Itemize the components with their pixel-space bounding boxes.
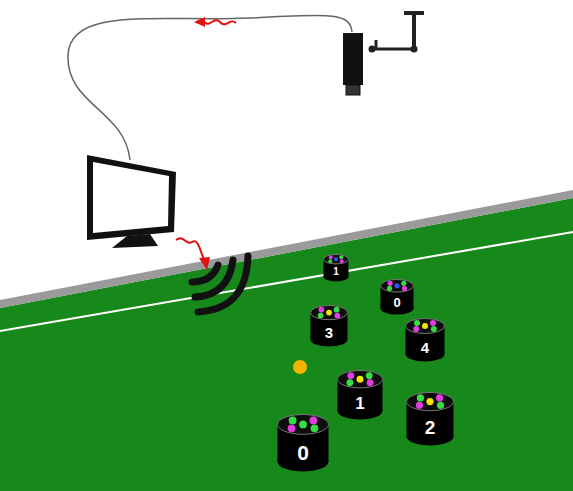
pattern-dot bbox=[318, 313, 324, 319]
robot: 4 bbox=[405, 318, 445, 362]
field-line bbox=[0, 232, 573, 331]
monitor-frame bbox=[87, 155, 176, 240]
pattern-dot bbox=[431, 326, 437, 332]
robot-top bbox=[381, 280, 414, 293]
pattern-dot bbox=[437, 402, 444, 409]
robot-top bbox=[338, 371, 383, 388]
pattern-dot bbox=[310, 417, 318, 425]
pattern-dot bbox=[402, 286, 407, 291]
pattern-dot bbox=[319, 307, 325, 313]
robot-top bbox=[278, 415, 329, 435]
pattern-dot bbox=[388, 281, 393, 286]
pattern-dot bbox=[401, 281, 406, 286]
signal-arrow bbox=[204, 20, 236, 24]
robot-number: 1 bbox=[333, 267, 339, 277]
robot-top bbox=[406, 319, 445, 334]
pattern-dot bbox=[311, 424, 319, 432]
pattern-dot bbox=[394, 283, 399, 288]
monitor-screen bbox=[93, 162, 169, 233]
pattern-dot bbox=[430, 320, 436, 326]
ball bbox=[293, 360, 307, 374]
pattern-dot bbox=[326, 310, 332, 316]
robot: 1 bbox=[337, 370, 383, 420]
robot: 2 bbox=[406, 392, 454, 446]
camera-lens bbox=[346, 85, 360, 95]
robot-top bbox=[324, 255, 349, 264]
robot: 0 bbox=[277, 414, 329, 472]
pattern-dot bbox=[416, 402, 423, 409]
pattern-dot bbox=[426, 398, 433, 405]
pattern-dot bbox=[366, 372, 373, 379]
pattern-dot bbox=[346, 379, 353, 386]
robot-number: 0 bbox=[393, 296, 400, 309]
robot-number: 4 bbox=[421, 340, 429, 355]
signal-arrowhead bbox=[199, 257, 210, 270]
camera-joint bbox=[369, 46, 376, 53]
pattern-dot bbox=[413, 326, 419, 332]
robot: 1 bbox=[323, 254, 349, 282]
robot-number: 0 bbox=[297, 442, 309, 463]
field-border bbox=[0, 190, 573, 308]
camera-arm bbox=[372, 48, 414, 51]
monitor-stand bbox=[112, 234, 158, 248]
robot: 0 bbox=[380, 279, 414, 315]
pattern-dot bbox=[335, 313, 341, 319]
robot-top bbox=[407, 393, 454, 411]
camera-joint bbox=[411, 46, 418, 53]
pattern-dot bbox=[334, 307, 340, 313]
pattern-dot bbox=[328, 259, 332, 263]
pattern-dot bbox=[422, 323, 428, 329]
pattern-dot bbox=[339, 255, 343, 259]
robot: 3 bbox=[310, 305, 348, 347]
pattern-dot bbox=[367, 379, 374, 386]
robot-number: 3 bbox=[325, 325, 333, 340]
pattern-dot bbox=[289, 417, 297, 425]
pattern-dot bbox=[288, 424, 296, 432]
pattern-dot bbox=[340, 259, 344, 263]
signal-arrow bbox=[176, 238, 204, 260]
signal-arrowhead bbox=[194, 17, 205, 27]
radio-wave bbox=[195, 260, 233, 297]
pattern-dot bbox=[414, 320, 420, 326]
camera-mount bbox=[404, 11, 424, 15]
radio-wave bbox=[198, 256, 248, 312]
pattern-dot bbox=[357, 376, 364, 383]
pattern-dot bbox=[329, 255, 333, 259]
pattern-dot bbox=[436, 394, 443, 401]
soccer-field bbox=[0, 198, 573, 491]
radio-wave bbox=[192, 265, 218, 282]
robot-top bbox=[311, 306, 348, 320]
robot-number: 1 bbox=[355, 395, 364, 412]
pattern-dot bbox=[347, 372, 354, 379]
camera-cable bbox=[68, 15, 352, 160]
robot-number: 2 bbox=[425, 418, 436, 437]
pattern-dot bbox=[299, 421, 307, 429]
pattern-dot bbox=[387, 286, 392, 291]
pattern-dot bbox=[334, 257, 338, 261]
pattern-dot bbox=[417, 394, 424, 401]
camera-body bbox=[343, 33, 363, 85]
